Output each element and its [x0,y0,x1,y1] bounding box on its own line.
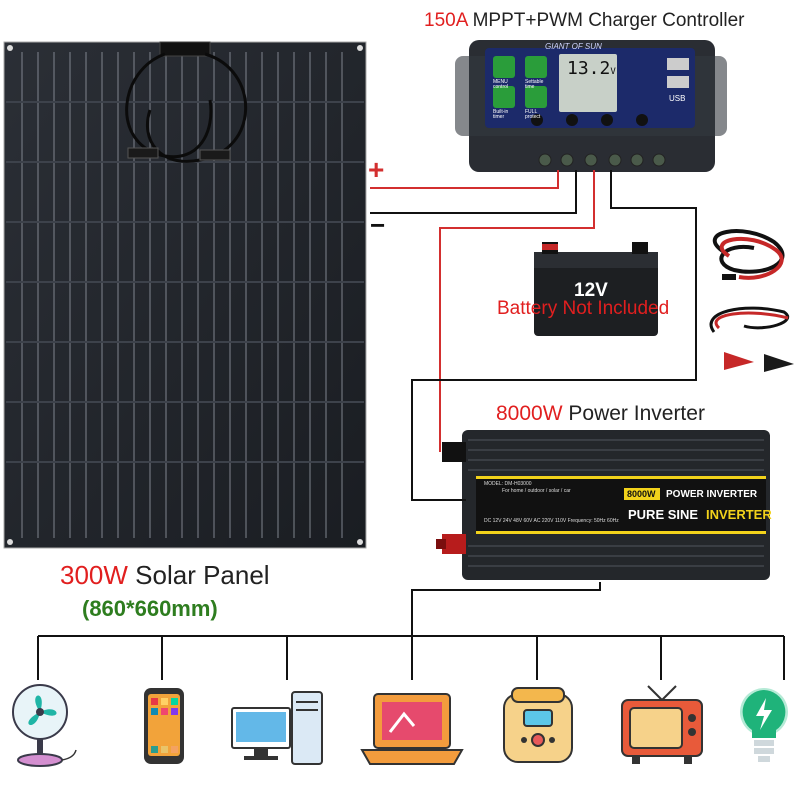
wire-battery-negative [411,170,697,501]
wire-battery-positive [439,170,595,452]
rice-cooker-icon [498,684,578,768]
tv-icon [618,684,706,768]
display-value: 13.2 [567,58,611,79]
phone-icon [142,686,186,766]
btn-mode-label: MENU control [493,79,509,90]
controller-brand: GIANT OF SUN [545,42,602,51]
controller-name: MPPT+PWM Charger Controller [472,10,745,31]
inverter-name: Power Inverter [568,402,705,425]
battery-graphic [534,242,658,336]
inverter-title: 8000W Power Inverter [496,402,705,426]
display-unit: V [610,67,616,77]
laptop-icon [360,690,464,770]
solar-panel-graphic [3,41,367,549]
controller-graphic [455,40,727,172]
wire-inverter-output [411,582,601,636]
inverter-graphic [436,430,770,580]
solar-panel [0,40,370,552]
battery: 12V [532,238,660,338]
bulb-icon [736,684,792,768]
inverter-model: MODEL: DM-H03000 [484,481,532,487]
wire-panel-negative [370,170,577,214]
wire-plus-sign: + [368,154,385,185]
btn-builtin-label: Built-in timer [493,109,509,120]
inverter-label-inverter: INVERTER [706,507,772,522]
inverter-label-top: POWER INVERTER [666,489,758,500]
wire-panel-positive [370,170,559,189]
inverter-label-pure: PURE SINE [628,507,699,522]
panel-power: 300W [60,560,128,590]
battery-note: Battery Not Included [497,298,670,319]
inverter-usage: For home / outdoor / solar / car [502,488,571,494]
btn-settable-label: Settable time [525,79,544,90]
controller-power: 150A [424,10,468,31]
panel-size: (860*660mm) [82,596,218,621]
battery-voltage: 12V [574,280,608,301]
power-inverter: MODEL: DM-H03000 For home / outdoor / so… [436,428,776,582]
controller-title: 150A MPPT+PWM Charger Controller [424,10,744,32]
usb-label: USB [669,94,686,103]
controller-display: 13.2V [567,58,616,79]
panel-title: 300W Solar Panel [60,560,270,591]
inverter-power: 8000W [496,402,563,425]
inverter-specs: DC 12V 24V 48V 60V AC 220V 110V Frequenc… [484,518,619,524]
desktop-icon [230,690,326,770]
cables-graphic [709,229,794,372]
btn-full-label: FULL protect [525,109,541,120]
fan-icon [8,682,88,768]
wire-minus-sign: − [370,210,386,240]
inverter-badge: 8000W [627,489,656,499]
panel-name: Solar Panel [135,560,270,590]
charge-controller: GIANT OF SUN 13.2V MENU control Settable… [455,36,727,181]
cable-accessories [704,222,800,388]
